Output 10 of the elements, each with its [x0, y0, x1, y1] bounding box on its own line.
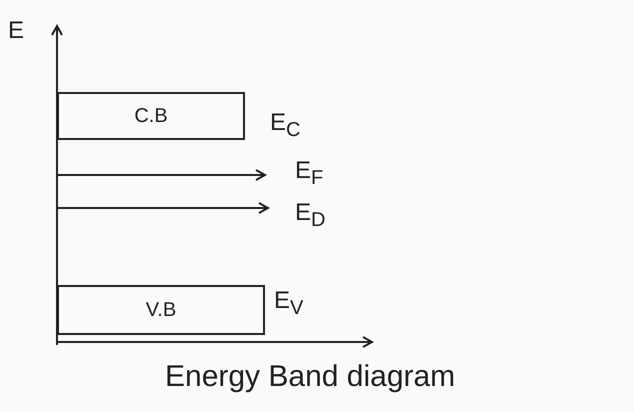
valence-band-box — [57, 285, 265, 335]
band-edge-label: E$_{V}$ — [274, 288, 304, 319]
level-label: E$_{D}$ — [295, 200, 326, 231]
axis-label: E — [8, 18, 24, 44]
band-edge-label: E$_{C}$ — [270, 110, 300, 141]
caption: Energy Band diagram — [165, 360, 456, 393]
band-label: C.B — [134, 104, 168, 128]
band-label: V.B — [146, 298, 176, 322]
level-label: E$_{F}$ — [295, 158, 324, 189]
conduction-band-box — [57, 92, 245, 140]
